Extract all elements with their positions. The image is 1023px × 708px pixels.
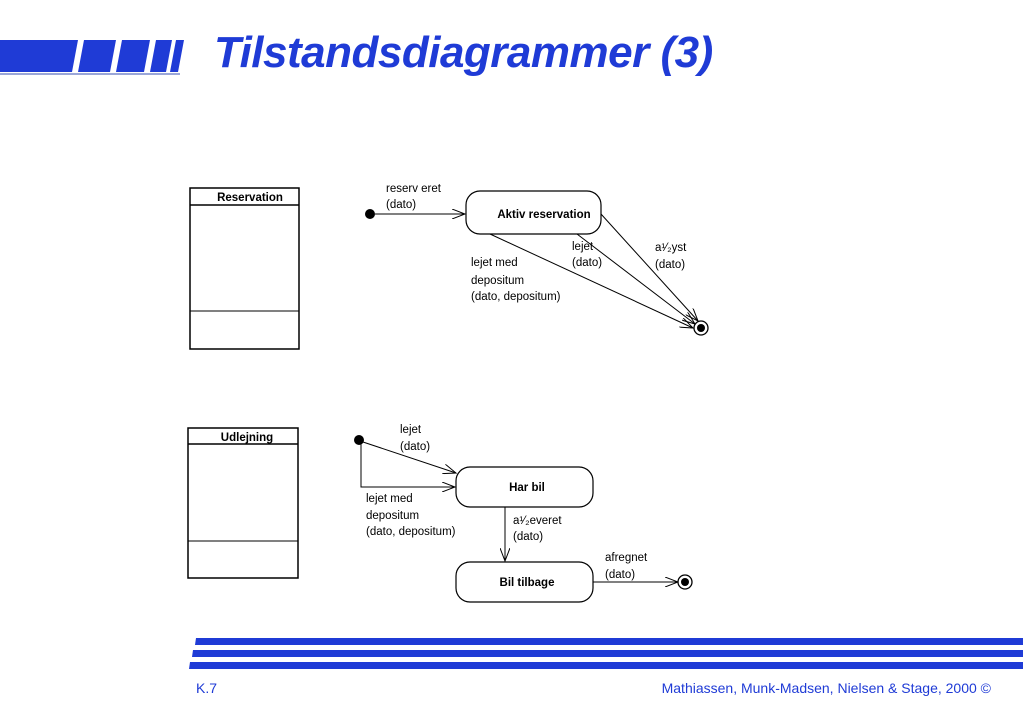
reservation-class-box: Reservation [189,187,300,350]
reservation-label-reserved-2: (dato) [386,199,416,211]
rental-class-name: Udlejning [221,432,273,444]
rental-transition-rented [362,441,456,473]
reservation-label-deposit-2: depositum [471,275,524,287]
rental-label-returned-1: a¹⁄₂everet [513,515,562,527]
rental-label-deposit-2: depositum [366,510,419,522]
reservation-transition-deposit [489,233,693,328]
reservation-label-deposit-3: (dato, depositum) [471,291,561,303]
rental-label-settled-1: afregnet [605,552,648,564]
reservation-final-state [693,320,709,336]
reservation-class-name: Reservation [217,192,283,204]
rental-label-deposit-1: lejet med [366,493,413,505]
rental-final-state [677,574,693,590]
rental-transition-deposit [360,444,455,487]
state-aktiv-reservation-label: Aktiv reservation [497,209,590,221]
reservation-label-cancel-2: (dato) [655,259,685,271]
header-stripes [0,40,184,75]
footer-credit: Mathiassen, Munk-Madsen, Nielsen & Stage… [661,680,991,696]
rental-label-rented-2: (dato) [400,441,430,453]
reservation-label-reserved-1: reserv eret [386,183,442,195]
rental-label-deposit-3: (dato, depositum) [366,526,456,538]
state-bil-tilbage-label: Bil tilbage [500,577,555,589]
rental-class-box: Udlejning [187,427,299,579]
reservation-label-rented-1: lejet [572,241,594,253]
reservation-transition-rented [576,233,695,324]
reservation-initial-state [365,209,375,219]
rental-initial-state [354,435,364,445]
reservation-transition-cancel [600,213,698,321]
reservation-label-cancel-1: a¹⁄₂yst [655,242,687,254]
reservation-label-rented-2: (dato) [572,257,602,269]
rental-label-rented-1: lejet [400,424,422,436]
reservation-label-deposit-1: lejet med [471,257,518,269]
slide-title: Tilstandsdiagrammer (3) [214,28,713,77]
state-har-bil-label: Har bil [509,482,545,494]
state-har-bil [455,466,594,508]
page-number: K.7 [196,680,218,696]
state-aktiv-reservation [465,190,602,235]
rental-label-returned-2: (dato) [513,531,543,543]
footer-stripes [189,638,1023,669]
rental-label-settled-2: (dato) [605,569,635,581]
